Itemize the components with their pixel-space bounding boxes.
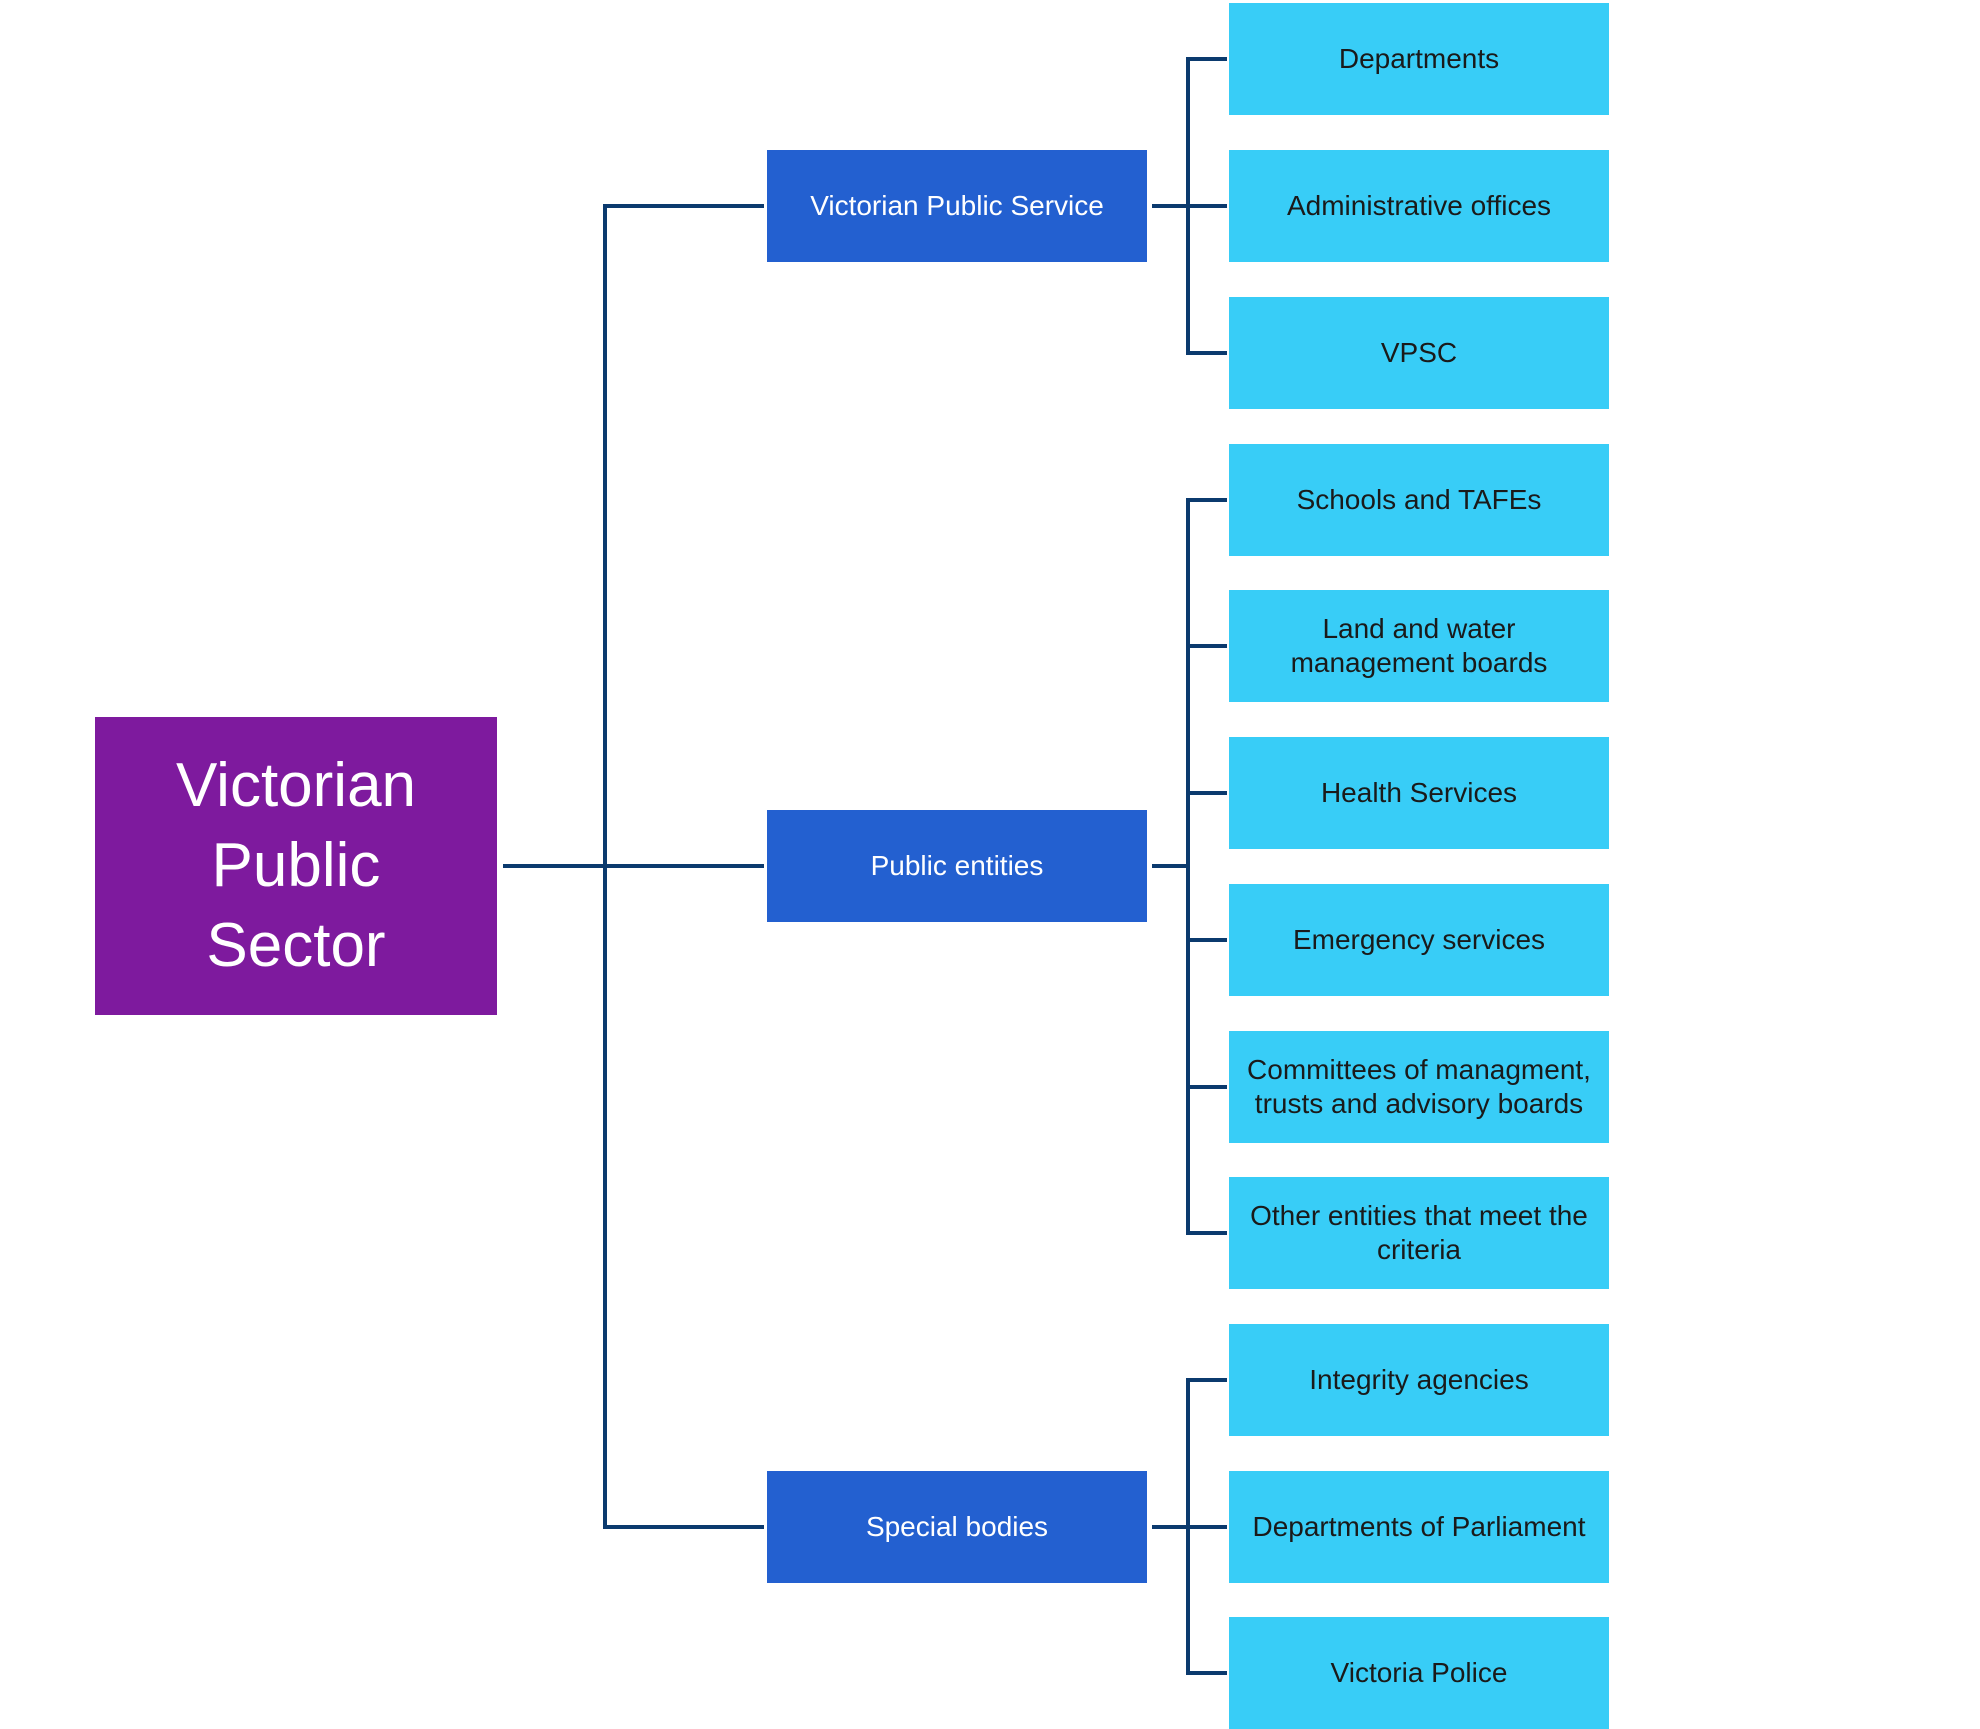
branch-public-entities: Public entities [767,810,1147,922]
branch-victorian-public-service: Victorian Public Service [767,150,1147,262]
leaf-label: Departments of Parliament [1252,1511,1586,1542]
root-label: Victorian Public Sector [175,751,417,980]
leaf-label: Departments [1338,43,1500,74]
leaf-label: Emergency services [1292,924,1546,955]
leaf-schools-and-tafes: Schools and TAFEs [1229,444,1609,556]
leaf-vpsc: VPSC [1229,297,1609,409]
leaf-victoria-police: Victoria Police [1229,1617,1609,1729]
leaf-health-services: Health Services [1229,737,1609,849]
leaf-label: Land and water management boards [1290,613,1548,678]
leaf-departments: Departments [1229,3,1609,115]
branch-label: Special bodies [865,1511,1049,1542]
leaf-label: Administrative offices [1286,190,1552,221]
leaf-administrative-offices: Administrative offices [1229,150,1609,262]
leaf-integrity-agencies: Integrity agencies [1229,1324,1609,1436]
leaf-other-entities: Other entities that meet the criteria [1229,1177,1609,1289]
leaf-label: Integrity agencies [1309,1364,1529,1395]
leaf-label: VPSC [1380,337,1458,368]
leaf-emergency-services: Emergency services [1229,884,1609,996]
leaf-land-and-water-boards: Land and water management boards [1229,590,1609,702]
branch-label: Victorian Public Service [810,190,1104,221]
leaf-committees-trusts-boards: Committees of managment, trusts and advi… [1229,1031,1609,1143]
leaf-label: Other entities that meet the criteria [1250,1200,1588,1265]
leaf-label: Victoria Police [1330,1657,1508,1688]
root-node: Victorian Public Sector [95,717,497,1015]
branch-special-bodies: Special bodies [767,1471,1147,1583]
leaf-departments-of-parliament: Departments of Parliament [1229,1471,1609,1583]
leaf-label: Schools and TAFEs [1296,484,1542,515]
leaf-label: Committees of managment, trusts and advi… [1247,1054,1591,1119]
branch-label: Public entities [870,850,1044,881]
leaf-label: Health Services [1320,777,1518,808]
